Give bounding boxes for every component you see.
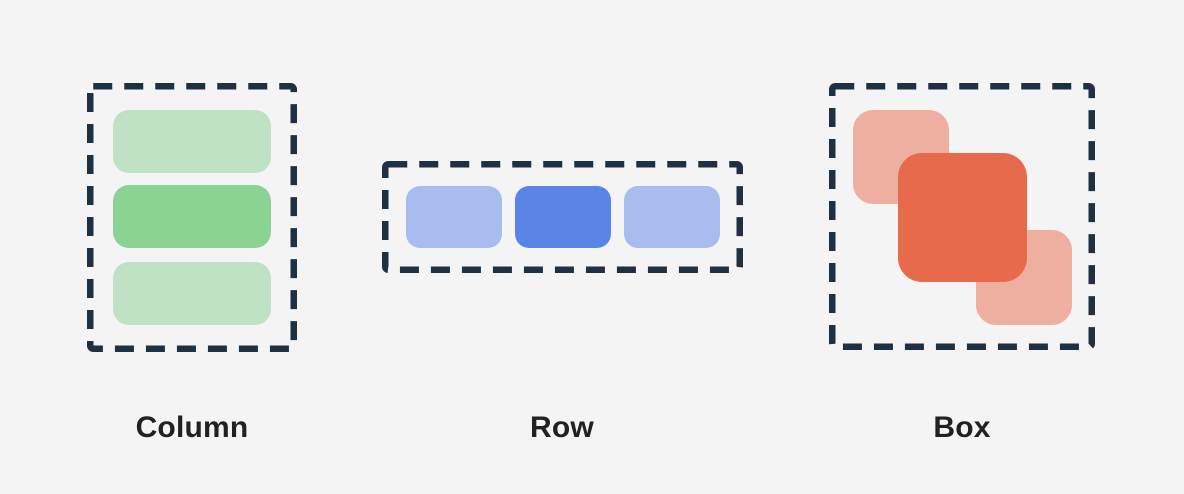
box-item-front — [898, 153, 1027, 282]
column-dashed-outline — [87, 83, 297, 352]
column-item-1 — [113, 110, 271, 173]
row-item-3 — [624, 186, 720, 248]
box-dashed-outline — [829, 83, 1095, 350]
row-dashed-border — [382, 161, 743, 273]
column-label: Column — [135, 411, 249, 444]
row-dashed-outline — [382, 161, 743, 273]
column-item-3 — [113, 262, 271, 325]
row-item-1 — [406, 186, 502, 248]
box-dashed-border — [829, 83, 1095, 350]
row-label: Row — [530, 411, 594, 444]
box-label: Box — [933, 411, 991, 444]
column-dashed-border — [87, 83, 297, 352]
column-item-2 — [113, 185, 271, 248]
row-item-2 — [515, 186, 611, 248]
